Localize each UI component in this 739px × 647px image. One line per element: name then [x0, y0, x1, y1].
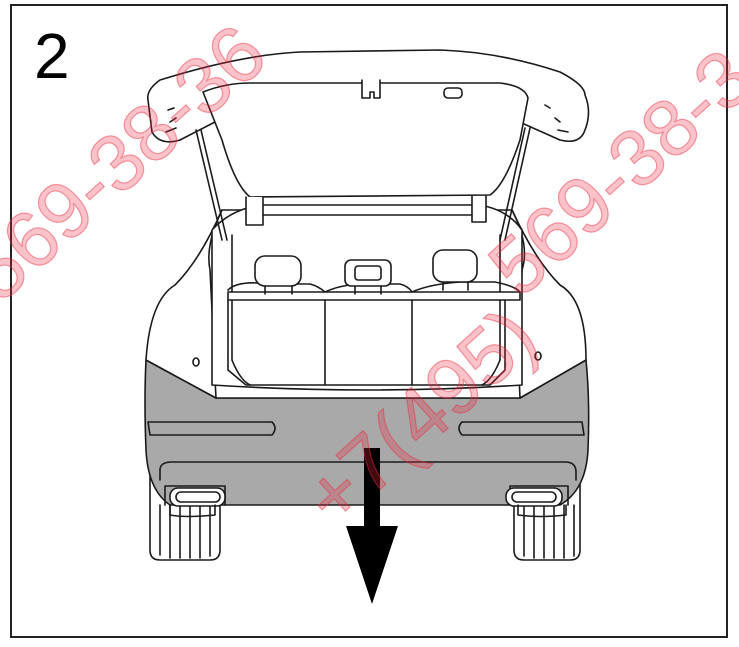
rear-bumper: [144, 359, 590, 506]
left-reflector: [147, 421, 276, 436]
tailgate: [146, 49, 590, 226]
step-number: 2: [34, 20, 70, 92]
right-exhaust: [505, 487, 563, 507]
rear-seats: [227, 249, 521, 386]
arrow-down-icon: [346, 448, 398, 604]
right-reflector: [458, 421, 585, 436]
left-exhaust: [169, 487, 226, 507]
